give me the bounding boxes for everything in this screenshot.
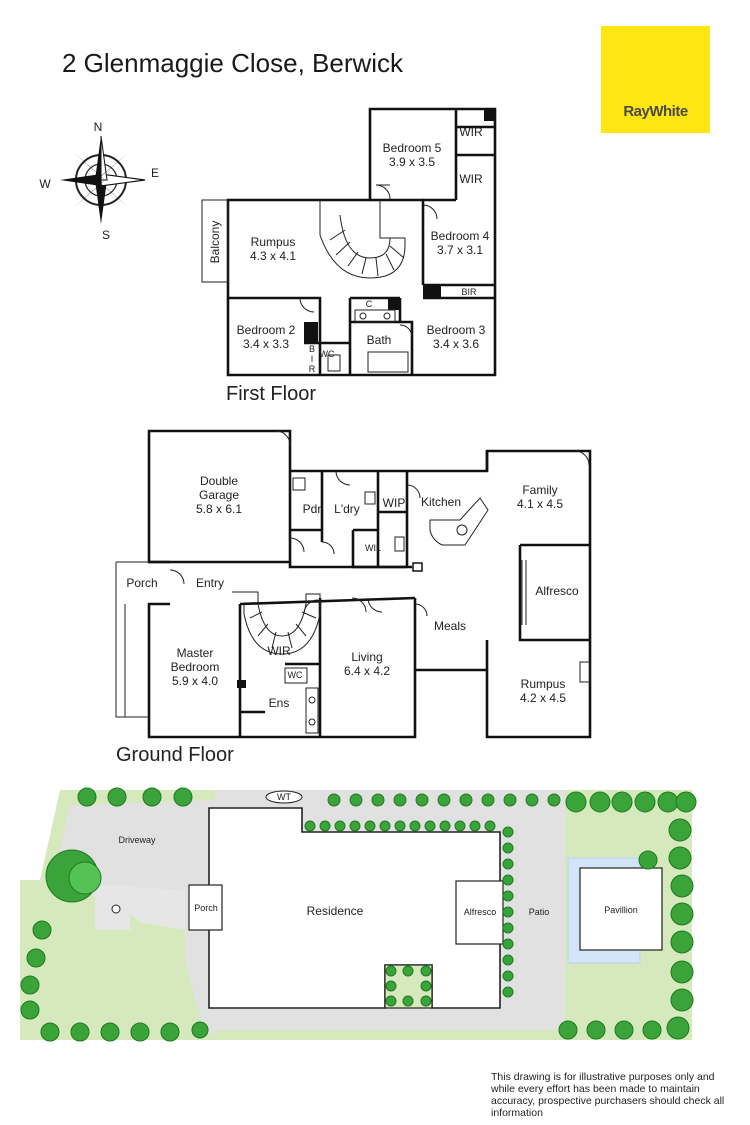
bedroom2-size: 3.4 x 3.3 xyxy=(243,337,289,351)
pdr-label: Pdr xyxy=(303,502,322,516)
residence-label: Residence xyxy=(307,904,364,918)
rumpus-first-label: Rumpus xyxy=(251,235,296,249)
disclaimer-text: This drawing is for illustrative purpose… xyxy=(491,1071,725,1119)
entry-label: Entry xyxy=(196,576,224,590)
property-address-title: 2 Glenmaggie Close, Berwick xyxy=(62,48,404,78)
ground-floor-heading: Ground Floor xyxy=(116,744,234,766)
kitchen-island xyxy=(429,497,489,546)
balcony xyxy=(201,199,229,283)
bathtub xyxy=(367,351,409,373)
patio-label: Patio xyxy=(529,907,550,917)
rumpus-first-size: 4.3 x 4.1 xyxy=(250,249,296,263)
hedge-trees xyxy=(20,787,697,1042)
wil-label: WIL xyxy=(365,543,381,553)
bath-label: Bath xyxy=(367,333,392,347)
compass-n: N xyxy=(94,120,103,134)
living-label: Living xyxy=(351,650,382,664)
porch-label: Porch xyxy=(126,576,157,590)
bedroom4-size: 3.7 x 3.1 xyxy=(437,243,483,257)
master-label-2: Bedroom xyxy=(171,660,220,674)
first-floor-plan: Bedroom 5 3.9 x 3.5 WIR WIR Rumpus 4.3 x… xyxy=(201,107,497,377)
wc-ground-label: WC xyxy=(288,670,303,680)
bedroom4-label: Bedroom 4 xyxy=(431,229,490,243)
laundry-label: L'dry xyxy=(334,502,360,516)
first-floor-staircase xyxy=(319,200,406,279)
brand-name: RayWhite xyxy=(623,103,688,120)
bedroom5-label: Bedroom 5 xyxy=(383,141,442,155)
bir-letter-b: B xyxy=(309,344,315,354)
compass-w: W xyxy=(39,177,51,191)
garage-label-1: Double xyxy=(200,474,238,488)
ground-floor-staircase xyxy=(232,591,321,655)
meals-label: Meals xyxy=(434,619,466,633)
porch-site xyxy=(188,884,223,931)
rumpus-ground-label: Rumpus xyxy=(521,677,566,691)
wc-first-label: WC xyxy=(320,349,335,359)
alfresco-ground-label: Alfresco xyxy=(535,584,579,598)
ground-floor-plan: Double Garage 5.8 x 6.1 Pdr L'dry WIP WI… xyxy=(115,429,592,739)
porch-site-label: Porch xyxy=(194,903,218,913)
master-size: 5.9 x 4.0 xyxy=(172,674,218,688)
living-size: 6.4 x 4.2 xyxy=(344,664,390,678)
compass-s: S xyxy=(102,228,110,242)
compass-icon: N E S W xyxy=(39,120,159,242)
pavillion-label: Pavillion xyxy=(604,905,638,915)
first-floor-heading: First Floor xyxy=(226,383,316,405)
balcony-label: Balcony xyxy=(208,221,222,264)
wir-label-1: WIR xyxy=(459,125,483,139)
bedroom2-label: Bedroom 2 xyxy=(237,323,296,337)
wt-label: WT xyxy=(277,792,291,802)
bedroom3-label: Bedroom 3 xyxy=(427,323,486,337)
family-size: 4.1 x 4.5 xyxy=(517,497,563,511)
wir-label-2: WIR xyxy=(459,172,483,186)
raywhite-logo: RayWhite xyxy=(601,26,710,133)
ensuite-label: Ens xyxy=(269,696,290,710)
family-label: Family xyxy=(522,483,557,497)
bir-letter-r: R xyxy=(309,364,316,374)
kitchen-label: Kitchen xyxy=(421,495,461,509)
wip-label: WIP xyxy=(383,496,406,510)
master-label-1: Master xyxy=(177,646,214,660)
bedroom3-size: 3.4 x 3.6 xyxy=(433,337,479,351)
rumpus-ground-size: 4.2 x 4.5 xyxy=(520,691,566,705)
wir-ground-label: WIR xyxy=(267,644,291,658)
driveway-label: Driveway xyxy=(118,835,156,845)
garage-size: 5.8 x 6.1 xyxy=(196,502,242,516)
alfresco-site-label: Alfresco xyxy=(464,907,497,917)
bir-label: BIR xyxy=(461,287,477,297)
compass-e: E xyxy=(151,166,159,180)
water-tank xyxy=(265,790,303,804)
garage-label-2: Garage xyxy=(199,488,239,502)
bir-letter-i: I xyxy=(311,354,314,364)
site-plan: WT Driveway Porch Residence Alfresco Pat… xyxy=(20,787,697,1042)
c-label: C xyxy=(366,299,373,309)
bedroom5-size: 3.9 x 3.5 xyxy=(389,155,435,169)
pavillion-site xyxy=(579,867,663,951)
